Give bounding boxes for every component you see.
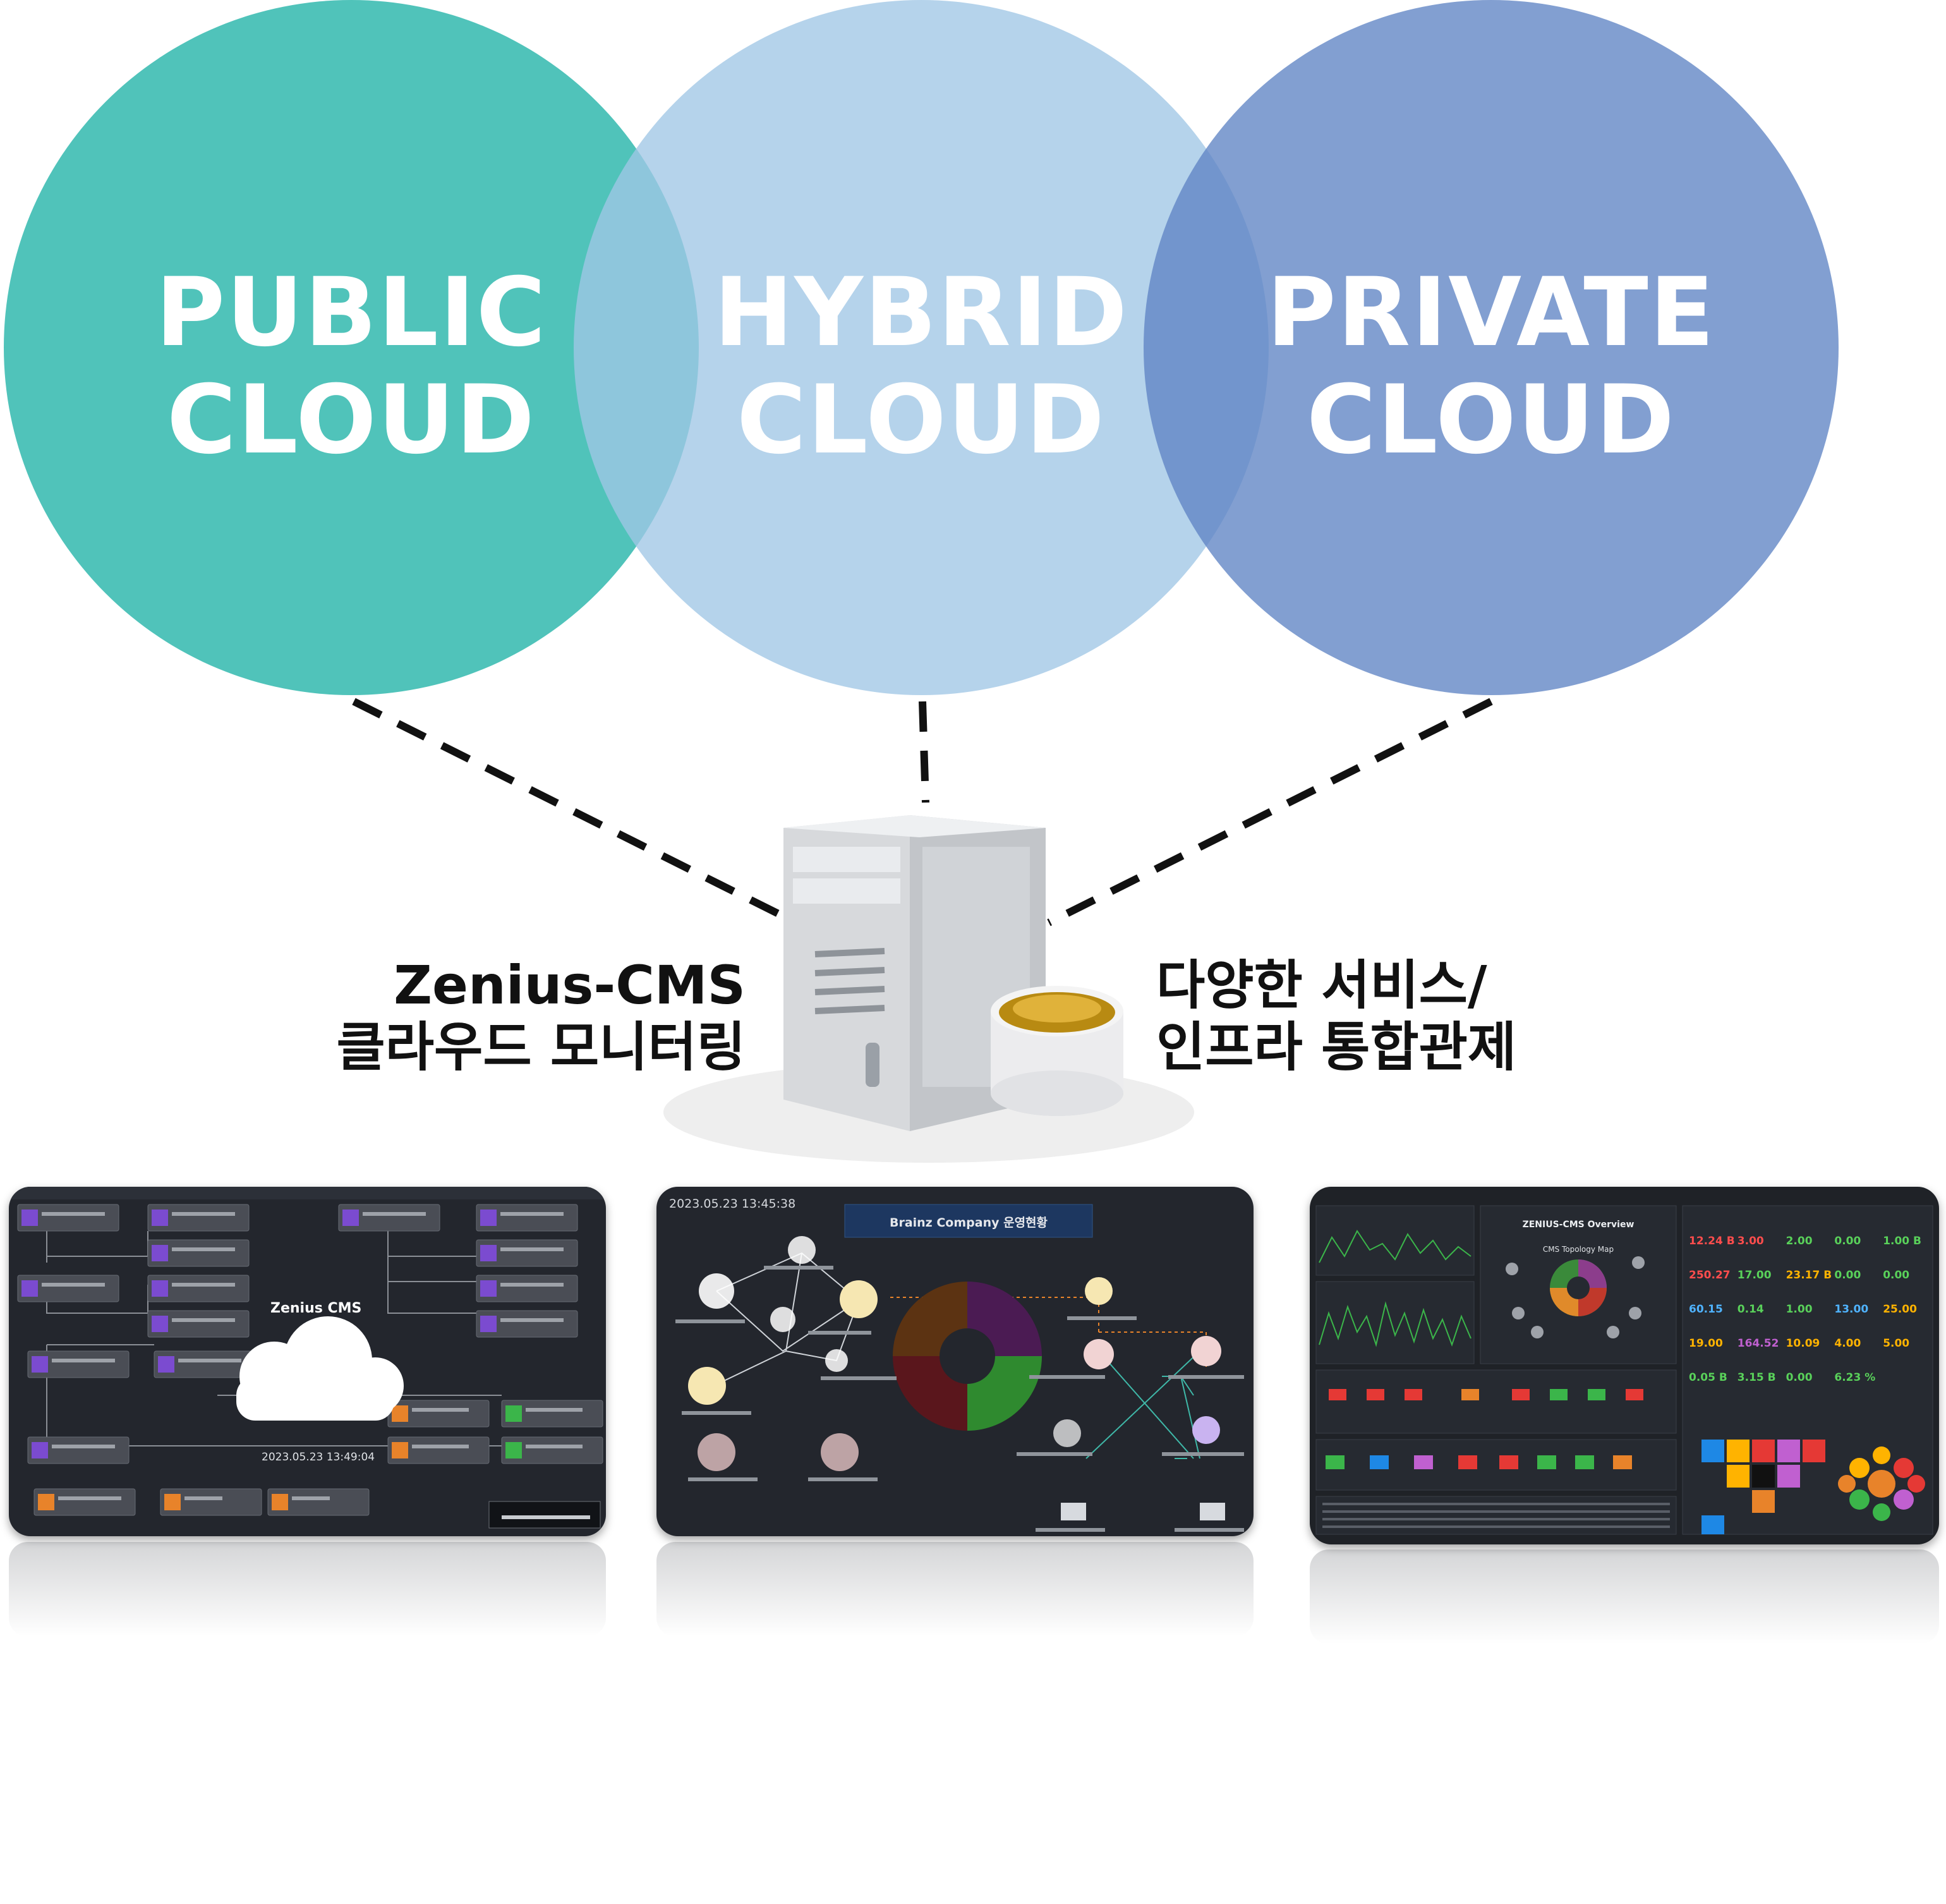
company-reflection (656, 1542, 1254, 1637)
kpi-value: 5.00 (1883, 1337, 1910, 1350)
kpi-value: 250.27 (1689, 1269, 1731, 1282)
right-caption: 다양한 서비스/ 인프라 통합관제 (1156, 954, 1662, 1078)
company-screenshot: 2023.05.23 13:45:38 Brainz Company 운영현황 (656, 1187, 1254, 1536)
hybrid-connector-line (919, 701, 929, 803)
kpi-value: 164.52 (1737, 1337, 1779, 1350)
status-tiles (1326, 1389, 1643, 1469)
left-caption: Zenius-CMS 클라우드 모니터링 (272, 954, 746, 1078)
topology-screenshot: Zenius CMS 2023.05.23 13:49:04 (9, 1187, 606, 1536)
company-diagram (675, 1204, 1244, 1532)
kpi-value: 23.17 B (1786, 1269, 1832, 1282)
connector-layer (352, 698, 1493, 1163)
hybrid-cloud-line1: HYBRID (713, 258, 1129, 368)
cloud-icon (236, 1316, 404, 1421)
public-connector-line (352, 698, 785, 920)
public-cloud-line1: PUBLIC (155, 258, 547, 368)
hybrid-cloud-line2: CLOUD (736, 365, 1106, 475)
public-cloud-label: PUBLIC CLOUD (4, 259, 699, 474)
private-cloud-line2: CLOUD (1306, 365, 1676, 475)
bubble-cluster (1838, 1446, 1925, 1521)
left-caption-line1: Zenius-CMS (394, 954, 746, 1016)
overview-subtitle: CMS Topology Map (1542, 1245, 1614, 1254)
topology-title: Zenius CMS (270, 1301, 362, 1316)
private-cloud-line1: PRIVATE (1266, 258, 1716, 368)
database-icon (991, 986, 1123, 1116)
kpi-value: 1.00 (1786, 1303, 1813, 1316)
topology-diagram (9, 1187, 606, 1529)
kpi-value: 17.00 (1737, 1269, 1772, 1282)
donut-chart (893, 1282, 1042, 1431)
topology-reflection (9, 1542, 606, 1637)
kpi-value: 0.00 (1786, 1371, 1813, 1384)
right-caption-line2: 인프라 통합관제 (1156, 1016, 1517, 1078)
line-chart-1 (1319, 1230, 1472, 1263)
kpi-value: 0.05 B (1689, 1371, 1727, 1384)
cloud-nodes (688, 1236, 1225, 1520)
public-cloud-line2: CLOUD (166, 365, 536, 475)
overview-screenshot: ZENIUS-CMS Overview CMS Topology Map 12.… (1310, 1187, 1939, 1544)
kpi-value: 1.00 B (1883, 1235, 1922, 1247)
company-title: Brainz Company 운영현황 (889, 1216, 1048, 1230)
private-cloud-label: PRIVATE CLOUD (1144, 259, 1839, 474)
kpi-value: 3.00 (1737, 1235, 1764, 1247)
kpi-value: 0.14 (1737, 1303, 1764, 1316)
private-cloud-circle (1144, 0, 1839, 695)
kpi-value: 6.23 % (1834, 1371, 1876, 1384)
kpi-value: 10.09 (1786, 1337, 1820, 1350)
kpi-value: 60.15 (1689, 1303, 1723, 1316)
kpi-value: 19.00 (1689, 1337, 1723, 1350)
line-chart-2 (1319, 1301, 1472, 1347)
overview-dashboard (1315, 1205, 1933, 1535)
kpi-value: 0.00 (1883, 1269, 1910, 1282)
heatmap-grid (1701, 1440, 1825, 1534)
kpi-value: 2.00 (1786, 1235, 1813, 1247)
company-timestamp: 2023.05.23 13:45:38 (669, 1197, 796, 1211)
kpi-grid: 12.24 B 3.00 2.00 0.00 1.00 B 250.27 17.… (1689, 1235, 1929, 1384)
kpi-value: 3.15 B (1737, 1371, 1776, 1384)
overview-reflection (1310, 1549, 1939, 1644)
kpi-value: 12.24 B (1689, 1235, 1735, 1247)
kpi-value: 0.00 (1834, 1235, 1861, 1247)
kpi-value: 0.00 (1834, 1269, 1861, 1282)
left-caption-line2: 클라우드 모니터링 (336, 1016, 746, 1078)
kpi-value: 4.00 (1834, 1337, 1861, 1350)
overview-title: ZENIUS-CMS Overview (1522, 1220, 1635, 1230)
kpi-value: 13.00 (1834, 1303, 1869, 1316)
kpi-value: 25.00 (1883, 1303, 1917, 1316)
private-connector-line (1047, 698, 1493, 926)
hybrid-cloud-label: HYBRID CLOUD (574, 259, 1269, 474)
topology-timestamp: 2023.05.23 13:49:04 (262, 1451, 375, 1464)
right-caption-line1: 다양한 서비스/ (1156, 954, 1487, 1016)
